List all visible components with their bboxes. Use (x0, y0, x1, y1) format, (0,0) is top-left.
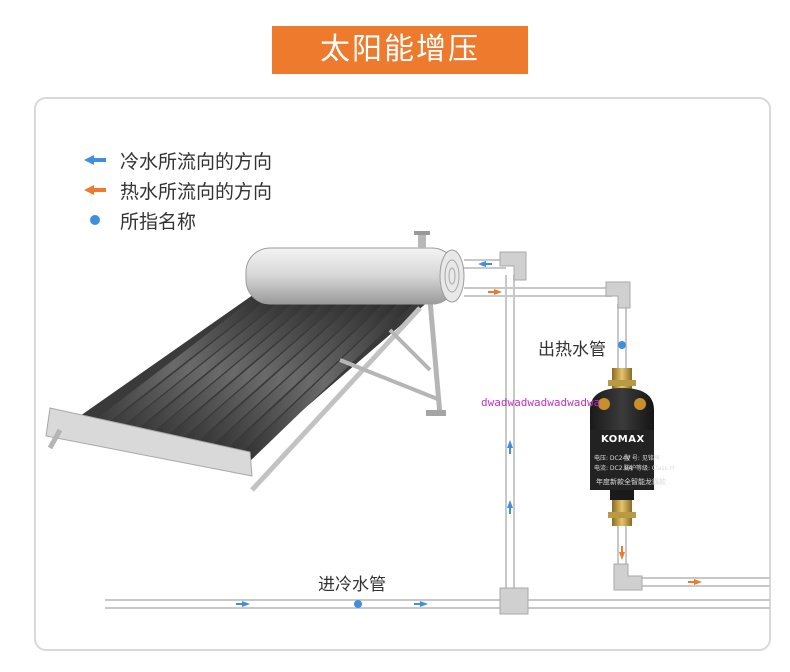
pump-slogan: 年度新款全智能龙霸款 (596, 478, 666, 486)
hot-out-pipe-label: 出热水管 (538, 340, 606, 360)
flow-arrows (236, 261, 702, 607)
page-title: 太阳能增压 (272, 26, 528, 74)
cold-in-pipe-label: 进冷水管 (318, 575, 386, 595)
pipe-network (105, 259, 770, 609)
legend-cold: 冷水所流向的方向 (84, 148, 273, 173)
legend-dot: 所指名称 (84, 208, 197, 233)
pump-spec-2: 型 号: 见铭牌 (624, 455, 660, 462)
pump-brand: KOMAX (601, 434, 645, 445)
hot-arrow-icon (84, 185, 106, 195)
watermark-text: dwadwadwadwadwadwa (481, 396, 601, 409)
cold-arrow-icon (84, 155, 106, 165)
dot-icon (90, 215, 100, 225)
booster-pump (590, 368, 654, 526)
pump-spec-3: 电流: DC2.8A (594, 465, 633, 472)
legend-hot: 热水所流向的方向 (84, 178, 273, 203)
pump-spec-4: 防护等级: Class H (624, 465, 675, 472)
legend-dot-text: 所指名称 (120, 210, 197, 233)
legend-cold-text: 冷水所流向的方向 (120, 150, 273, 173)
hot-out-pipe-marker (618, 341, 626, 349)
cold-in-pipe-marker (354, 600, 362, 608)
solar-water-heater (45, 231, 465, 492)
legend-hot-text: 热水所流向的方向 (120, 180, 273, 203)
pump-spec-1: 电压: DC24V (594, 455, 631, 462)
pipe-fittings (499, 251, 643, 615)
